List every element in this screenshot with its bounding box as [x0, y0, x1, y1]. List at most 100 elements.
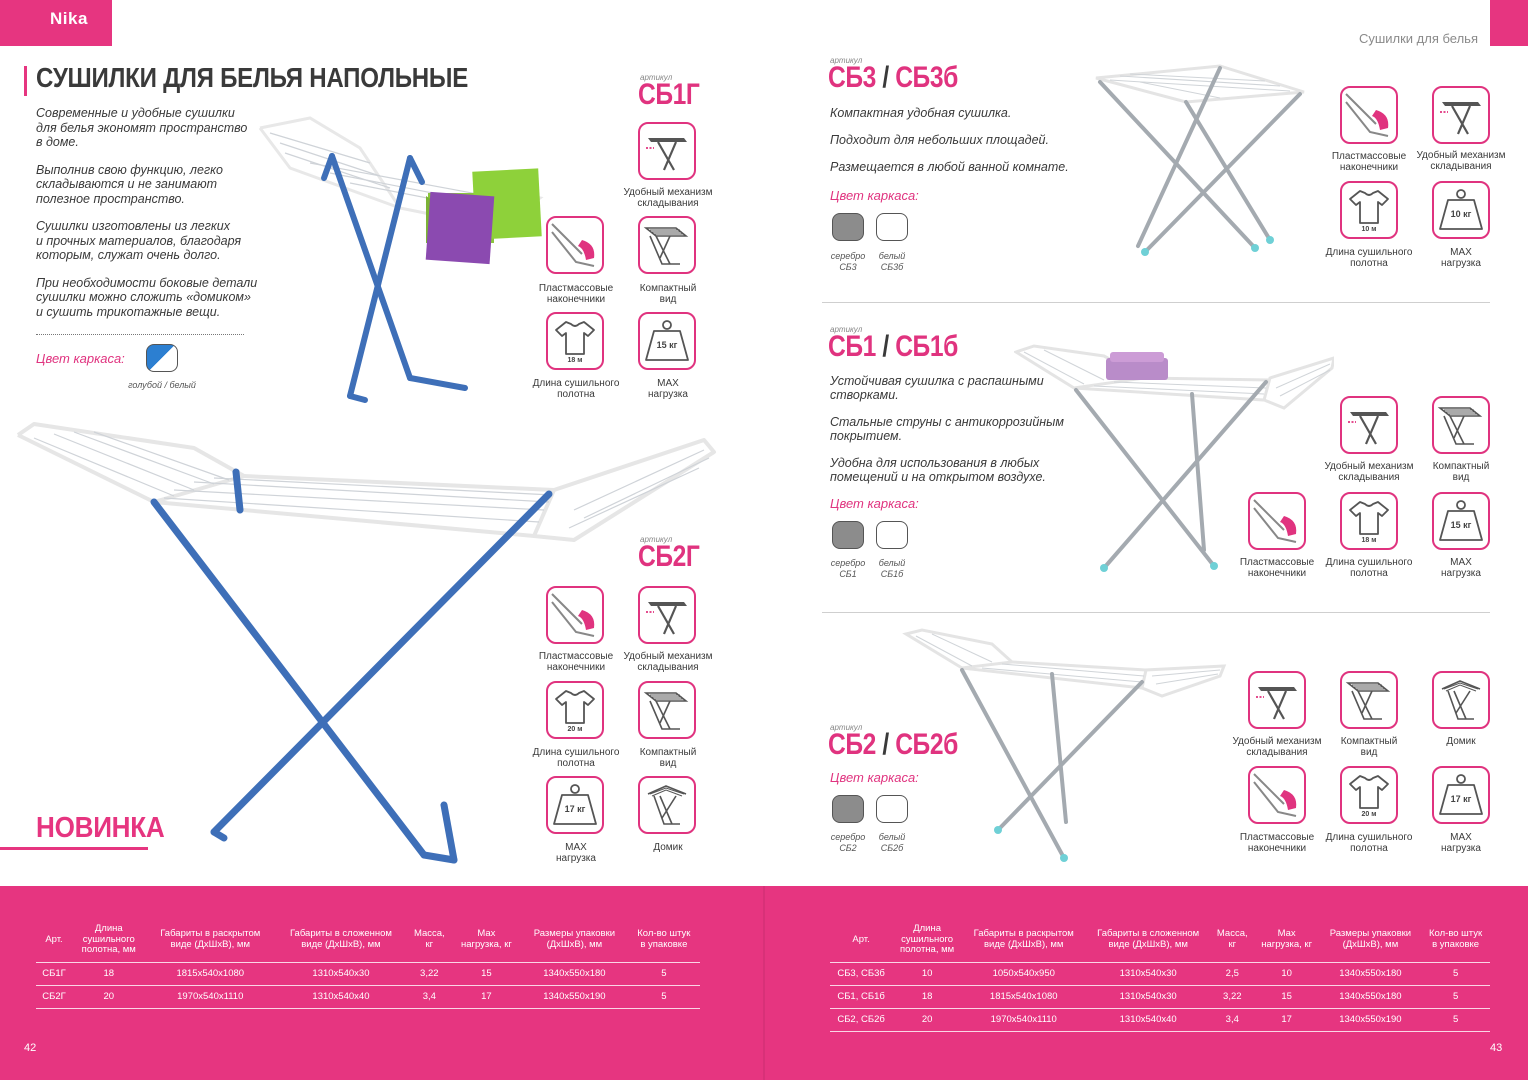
length-value: 20 м: [1361, 811, 1377, 818]
tile-length: [1340, 492, 1398, 550]
tile-house: [638, 776, 696, 834]
code-primary: СБ2: [828, 728, 876, 761]
tile-compact: [1432, 396, 1490, 454]
description-line: Подходит для небольших площадей.: [830, 133, 1049, 147]
tile-label: Удобный механизм складывания: [1232, 736, 1322, 758]
article-label: артикул: [640, 535, 673, 544]
tile-length: [1340, 766, 1398, 824]
table-header-cell: Масса, кг: [406, 918, 452, 963]
table-cell: 1815х540х1080: [962, 985, 1086, 1009]
tile-load: [546, 776, 604, 834]
table-cell: 1310х540х30: [275, 962, 407, 986]
frame-color-label: Цвет каркаса:: [36, 351, 125, 366]
frame-color-label: Цвет каркаса:: [830, 496, 919, 511]
table-header-cell: Габариты в сложенном виде (ДхШхВ), мм: [275, 918, 407, 963]
tile-label: Удобный механизм складывания: [623, 187, 713, 209]
tile-label: Компактный вид: [639, 747, 697, 769]
tile-label: Домик: [653, 842, 683, 853]
table-cell: СБ1, СБ1б: [830, 985, 893, 1009]
table-cell: 18: [72, 962, 146, 986]
tile-fold: [1432, 86, 1490, 144]
code-secondary: СБ1б: [895, 330, 958, 363]
tile-label: Длина сушильного полотна: [532, 378, 620, 400]
table-header-cell: Размеры упаковки (ДхШхВ), мм: [1319, 918, 1422, 963]
tile-length: [1340, 181, 1398, 239]
article-label: артикул: [830, 325, 863, 334]
table-cell: 1340х550х180: [1319, 985, 1422, 1009]
tile-load: [1432, 492, 1490, 550]
article-label: артикул: [830, 723, 863, 732]
swatch-caption: белый СБ3б: [878, 251, 906, 272]
table-cell: СБ3, СБ3б: [830, 962, 893, 986]
color-name: голубой / белый: [128, 380, 196, 390]
tile-label: MAX нагрузка: [1441, 832, 1481, 854]
article-code-sb2: СБ2 / СБ2б: [828, 728, 958, 761]
intro-paragraph: Сушилки изготовлены из легких и прочных …: [36, 219, 242, 262]
tile-compact: [1340, 671, 1398, 729]
tile-label: Пластмассовые наконечники: [1239, 832, 1315, 854]
article-label: артикул: [640, 73, 673, 82]
table-cell: 1340х550х190: [521, 985, 628, 1009]
tile-label: Удобный механизм складывания: [1416, 150, 1506, 172]
table-header-cell: Габариты в раскрытом виде (ДхШхВ), мм: [145, 918, 276, 963]
page-number-right: 43: [1490, 1042, 1503, 1054]
table-cell: 10: [892, 962, 963, 986]
table-cell: 17: [1253, 1008, 1320, 1032]
page-spine: [763, 886, 765, 1080]
product-image-sb3: [1095, 64, 1305, 256]
tile-label: MAX нагрузка: [1441, 557, 1481, 579]
table-header-cell: Кол-во штук в упаковке: [627, 918, 700, 963]
table-cell: 3,4: [1210, 1008, 1254, 1032]
plastic-tips-icon: [1250, 768, 1304, 822]
code-primary: СБ1: [828, 330, 876, 363]
description-line: Размещается в любой ванной комнате.: [830, 160, 1069, 174]
tile-tips: [1248, 766, 1306, 824]
length-value: 18 м: [1361, 537, 1377, 544]
color-swatch-blue-white: [146, 344, 178, 372]
page-number-left: 42: [24, 1042, 37, 1054]
product-image-sb2g: [16, 422, 716, 864]
table-cell: 5: [627, 962, 700, 986]
tile-label: MAX нагрузка: [648, 378, 688, 400]
code-secondary: СБ3б: [895, 61, 958, 94]
tile-compact: [638, 681, 696, 739]
plastic-tips-icon: [1342, 88, 1396, 142]
table-cell: 5: [627, 985, 700, 1009]
load-value: 17 кг: [1450, 794, 1472, 804]
table-cell: 1970х540х1110: [145, 985, 276, 1009]
plastic-tips-icon: [1250, 494, 1304, 548]
tile-label: Длина сушильного полотна: [1325, 557, 1413, 579]
swatch-caption: серебро СБ3: [830, 251, 866, 272]
tile-label: Длина сушильного полотна: [1325, 247, 1413, 269]
length-value: 20 м: [567, 726, 583, 733]
folding-mechanism-icon: [1342, 398, 1396, 452]
new-underline: [0, 847, 148, 850]
table-cell: 2,5: [1210, 962, 1254, 986]
table-cell: 18: [892, 985, 963, 1009]
length-value: 18 м: [567, 357, 583, 364]
tile-length: [546, 312, 604, 370]
tile-load: [638, 312, 696, 370]
tile-label: Длина сушильного полотна: [532, 747, 620, 769]
table-cell: 3,4: [406, 985, 452, 1009]
article-code-sb1: СБ1 / СБ1б: [828, 330, 958, 363]
section-divider: [822, 612, 1490, 613]
tile-label: Пластмассовые наконечники: [538, 651, 614, 673]
article-code-sb3: СБ3 / СБ3б: [828, 61, 958, 94]
tile-load: [1432, 181, 1490, 239]
corner-tab: [1490, 0, 1528, 46]
table-header-cell: Длина сушильного полотна, мм: [892, 918, 963, 963]
tile-label: MAX нагрузка: [556, 842, 596, 864]
table-header-cell: Габариты в раскрытом виде (ДхШхВ), мм: [962, 918, 1086, 963]
folding-mechanism-icon: [640, 588, 694, 642]
table-header-cell: Max нагрузка, кг: [451, 918, 522, 963]
tile-tips: [1340, 86, 1398, 144]
folding-mechanism-icon: [1250, 673, 1304, 727]
product-image-sb2: [902, 628, 1227, 862]
tile-label: Удобный механизм складывания: [1324, 461, 1414, 483]
description-line: Стальные струны с антикоррозийным покрыт…: [830, 415, 1064, 443]
